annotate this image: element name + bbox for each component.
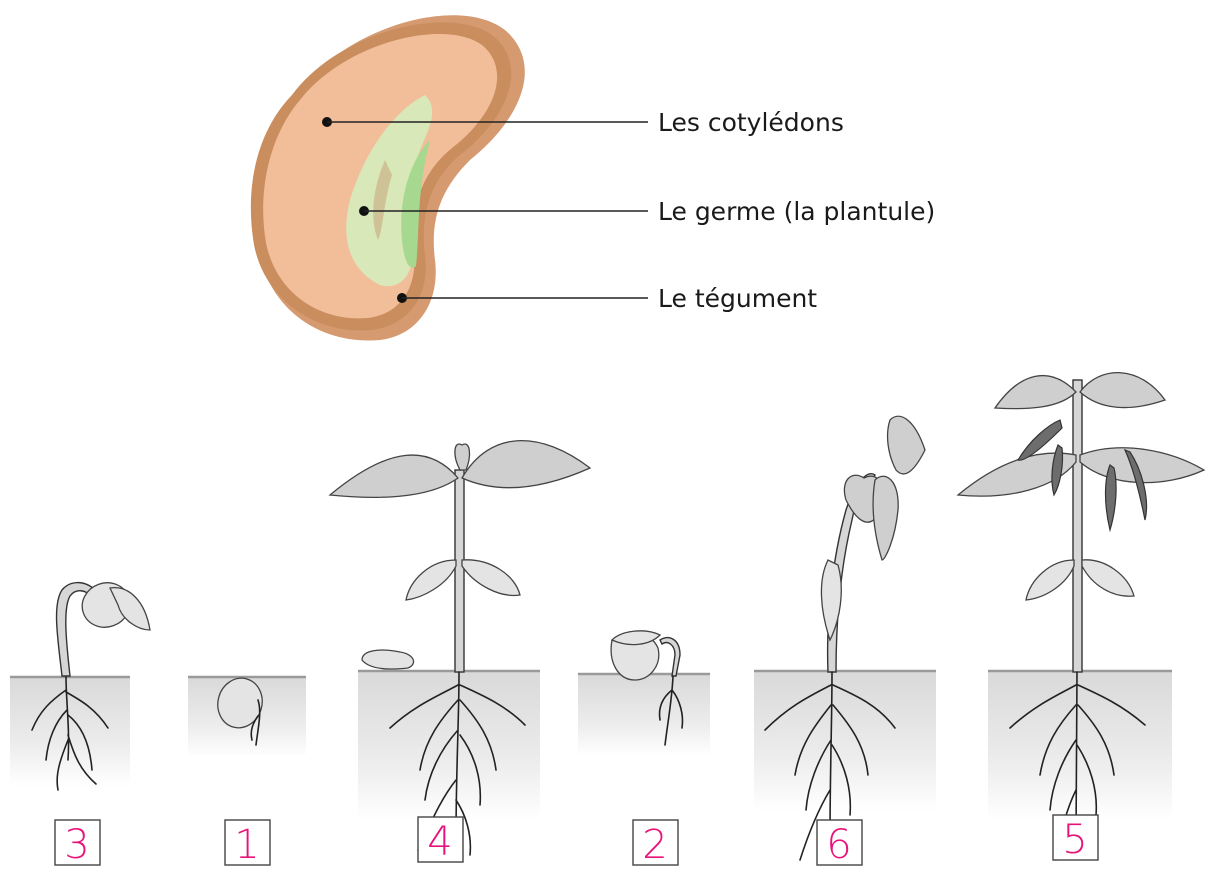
bean-seed-illustration bbox=[251, 15, 525, 340]
soil-stage-d bbox=[578, 674, 710, 756]
stage-number-boxes: 3 1 4 2 6 5 bbox=[55, 815, 1098, 868]
soil-stage-e bbox=[754, 671, 936, 811]
label-tegument: Le tégument bbox=[658, 284, 817, 313]
stage-number-a: 3 bbox=[64, 822, 89, 868]
soil-stage-f bbox=[988, 671, 1172, 821]
label-germ: Le germe (la plantule) bbox=[658, 197, 935, 226]
soil-strips bbox=[10, 671, 1172, 821]
stage-number-c: 4 bbox=[427, 819, 452, 865]
stage-number-b: 1 bbox=[234, 822, 259, 868]
soil-stage-c bbox=[358, 671, 540, 821]
stage-number-f: 5 bbox=[1062, 817, 1087, 863]
stage-number-e: 6 bbox=[826, 822, 851, 868]
stage-number-d: 2 bbox=[642, 822, 667, 868]
label-cotyledons: Les cotylédons bbox=[658, 108, 844, 137]
